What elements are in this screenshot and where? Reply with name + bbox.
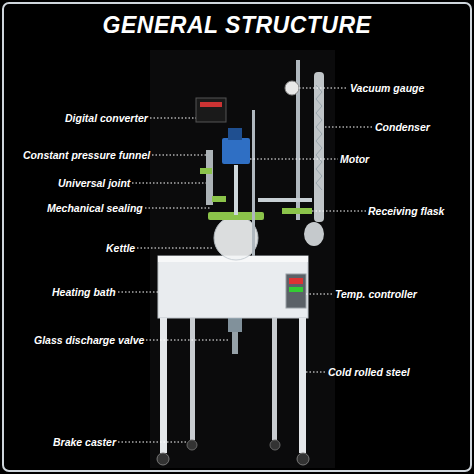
part-label: Heating bath bbox=[52, 286, 116, 298]
discharge-pipe bbox=[232, 332, 238, 354]
leg bbox=[272, 318, 277, 440]
leg bbox=[299, 318, 306, 453]
display bbox=[289, 278, 303, 284]
condenser bbox=[314, 72, 324, 222]
part-label: Digital converter bbox=[65, 112, 148, 124]
leader-line bbox=[146, 340, 228, 341]
leg bbox=[160, 318, 167, 453]
part-label: Glass discharge valve bbox=[34, 334, 144, 346]
caster bbox=[270, 440, 280, 450]
heating-bath bbox=[158, 256, 308, 318]
stand-pole bbox=[252, 110, 255, 256]
part-label: Mechanical sealing bbox=[47, 202, 143, 214]
display bbox=[289, 287, 303, 292]
clamp bbox=[282, 208, 312, 214]
part-label: Brake caster bbox=[53, 436, 116, 448]
leg bbox=[190, 318, 195, 440]
part-label: Universal joint bbox=[58, 177, 130, 189]
display bbox=[200, 102, 222, 107]
funnel bbox=[206, 150, 213, 205]
leader-line bbox=[306, 372, 326, 373]
leader-line bbox=[132, 183, 206, 184]
leader-line bbox=[312, 211, 366, 212]
part-label: Vacuum gauge bbox=[350, 82, 424, 94]
leader-line bbox=[145, 208, 210, 209]
caster bbox=[297, 453, 309, 465]
discharge-valve bbox=[228, 318, 242, 332]
part-label: Receiving flask bbox=[368, 205, 444, 217]
part-label: Motor bbox=[340, 153, 369, 165]
vapor-pipe bbox=[258, 198, 312, 202]
leader-line bbox=[299, 88, 348, 89]
condenser-coil bbox=[316, 85, 322, 190]
leader-line bbox=[118, 442, 188, 443]
part-label: Constant pressure funnel bbox=[23, 149, 150, 161]
clamp bbox=[200, 168, 212, 174]
digital-converter bbox=[196, 98, 226, 122]
stirrer bbox=[234, 165, 238, 215]
leader-line bbox=[150, 118, 196, 119]
motor bbox=[222, 138, 250, 164]
frame bbox=[3, 3, 471, 471]
motor-cap bbox=[228, 128, 242, 140]
part-label: Condenser bbox=[375, 121, 430, 133]
leader-line bbox=[325, 127, 373, 128]
title: GENERAL STRUCTURE bbox=[0, 12, 474, 39]
part-label: Cold rolled steel bbox=[328, 366, 410, 378]
leader-line bbox=[306, 294, 333, 295]
clamp bbox=[212, 196, 226, 202]
caster bbox=[157, 453, 169, 465]
leader-line bbox=[118, 292, 158, 293]
kettle bbox=[214, 216, 258, 260]
leader-lines bbox=[118, 88, 373, 442]
leader-line bbox=[137, 248, 214, 249]
receiving-flask bbox=[304, 222, 324, 246]
part-label: Kettle bbox=[106, 242, 135, 254]
leader-line bbox=[250, 159, 338, 160]
leader-line bbox=[152, 155, 206, 156]
part-label: Temp. controller bbox=[335, 288, 417, 300]
caster bbox=[187, 440, 197, 450]
vacuum-gauge bbox=[285, 81, 299, 95]
temp-controller bbox=[286, 274, 306, 308]
photo-area bbox=[150, 50, 335, 468]
